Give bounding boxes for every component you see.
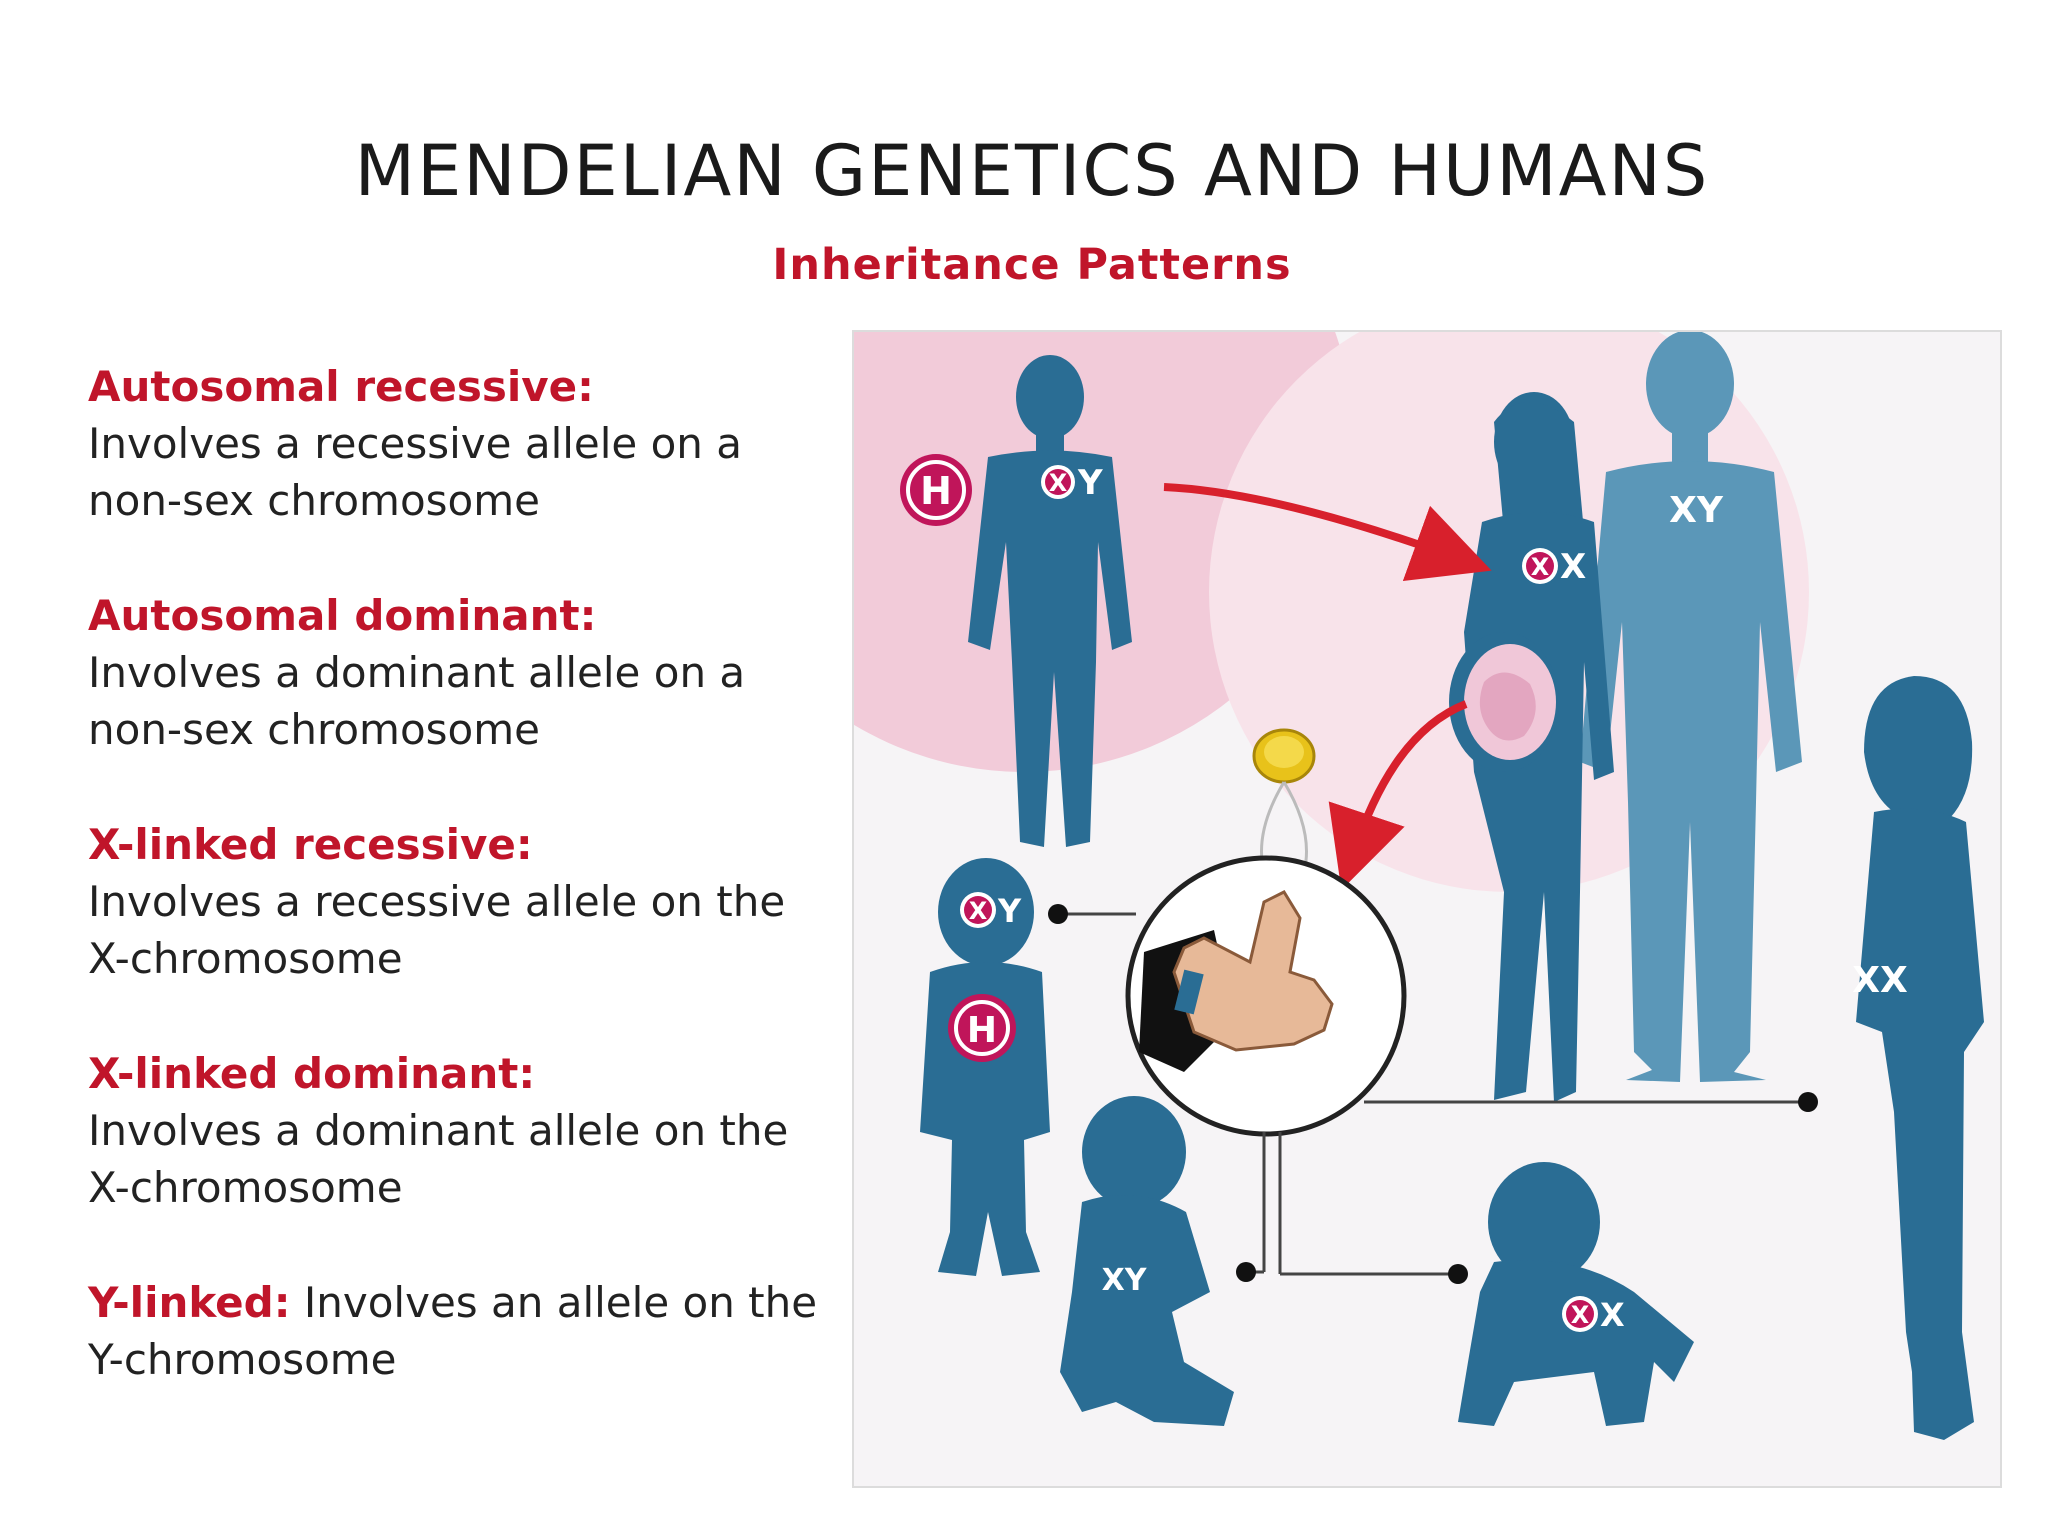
inheritance-diagram-svg: H X Y XY X X: [854, 332, 1984, 1440]
thumb-hand-icon: [1125, 855, 1407, 1137]
pattern-description: Involves a dominant allele on the X-chro…: [88, 1106, 789, 1212]
pattern-list: Autosomal recessive: Involves a recessiv…: [88, 358, 828, 1446]
coin-icon: [1252, 728, 1316, 884]
x-circle-icon: X: [960, 892, 996, 928]
x-circle-icon: X: [1041, 465, 1075, 499]
pattern-description: Involves an allele on the Y-chromosome: [88, 1278, 818, 1384]
page-title: MENDELIAN GENETICS AND HUMANS: [354, 130, 1710, 212]
affected-x-label: X: [1049, 469, 1068, 497]
pattern-description: Involves a recessive allele on a non-sex…: [88, 419, 743, 525]
pattern-x-linked-recessive: X-linked recessive: Involves a recessive…: [88, 816, 828, 987]
page-subtitle: Inheritance Patterns: [772, 240, 1292, 290]
fetus-icon: [1464, 644, 1556, 760]
affected-x-label: X: [969, 897, 988, 925]
inheritance-diagram: H X Y XY X X: [852, 330, 2002, 1488]
grandfather-y-label: Y: [1077, 463, 1103, 503]
girl-figure: [1856, 676, 1984, 1440]
pattern-description: Involves a dominant allele on a non-sex …: [88, 648, 746, 754]
pattern-name: Autosomal recessive:: [88, 362, 594, 411]
baby-x-label: X: [1600, 1296, 1625, 1334]
hemophilia-marker-icon: H: [900, 454, 972, 526]
pattern-description: Involves a recessive allele on the X-chr…: [88, 877, 786, 983]
father-xy-label: XY: [1669, 490, 1724, 531]
pattern-name: X-linked recessive:: [88, 820, 533, 869]
x-circle-icon: X: [1562, 1296, 1598, 1332]
x-circle-icon: X: [1522, 548, 1558, 584]
pattern-autosomal-recessive: Autosomal recessive: Involves a recessiv…: [88, 358, 828, 529]
hemophilia-marker-icon: H: [948, 994, 1016, 1062]
father-figure: [1580, 332, 1802, 1082]
affected-x-label: X: [1571, 1301, 1590, 1329]
pattern-y-linked: Y-linked: Involves an allele on the Y-ch…: [88, 1274, 828, 1388]
pattern-name: X-linked dominant:: [88, 1049, 536, 1098]
arrow-icon: [1328, 700, 1468, 890]
pedigree-nodes: [1048, 904, 1818, 1284]
affected-x-label: X: [1531, 553, 1550, 581]
pattern-x-linked-dominant: X-linked dominant: Involves a dominant a…: [88, 1045, 828, 1216]
boy-y-label: Y: [997, 892, 1022, 930]
grandfather-figure: [968, 355, 1132, 847]
pattern-name: Y-linked:: [88, 1278, 291, 1327]
toddler-figure: [1060, 1096, 1234, 1426]
girl-xx-label: XX: [1852, 960, 1908, 1001]
hemophilia-marker-label: H: [967, 1010, 997, 1051]
toddler-xy-label: XY: [1102, 1263, 1148, 1298]
arrow-icon: [1163, 483, 1492, 582]
pattern-autosomal-dominant: Autosomal dominant: Involves a dominant …: [88, 587, 828, 758]
pattern-name: Autosomal dominant:: [88, 591, 597, 640]
pedigree-connectors: [1058, 912, 1804, 1276]
baby-figure: [1458, 1162, 1694, 1426]
hemophilia-marker-label: H: [920, 469, 952, 513]
mother-x-label: X: [1560, 547, 1586, 587]
